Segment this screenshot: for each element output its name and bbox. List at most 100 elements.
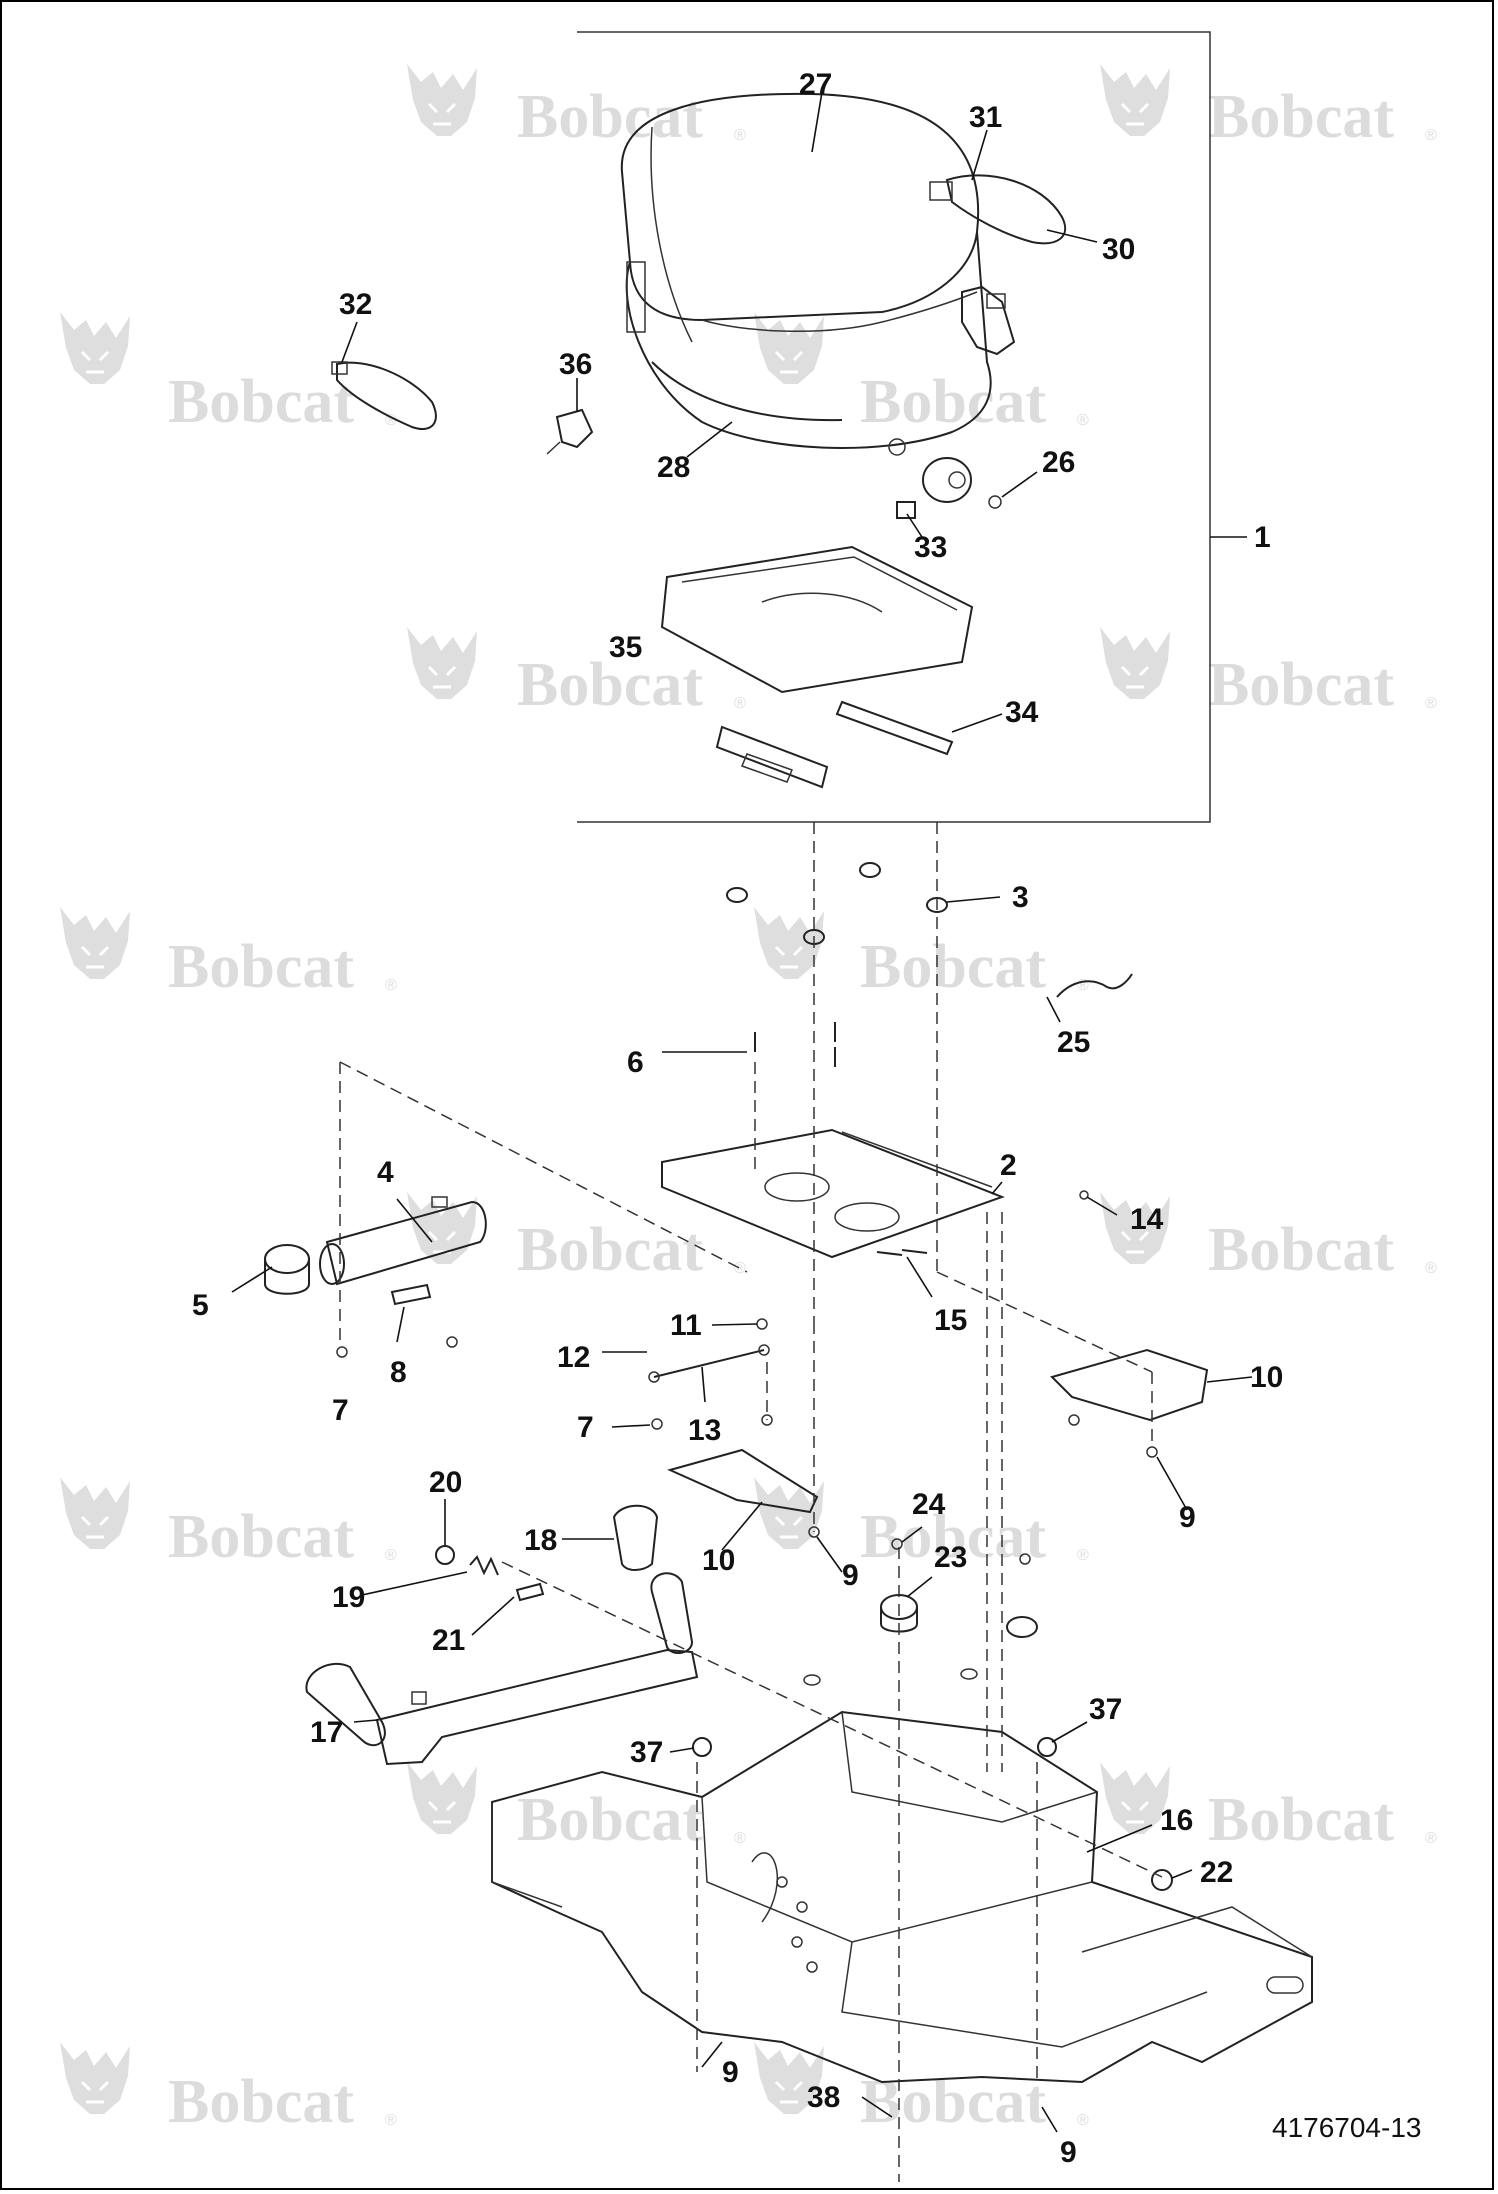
handle-grip <box>612 1504 659 1571</box>
armrest-right <box>929 174 1067 245</box>
watermark-logo <box>58 310 132 386</box>
watermark-text: Bobcat <box>168 1503 354 1571</box>
watermark-reg: ® <box>1425 695 1437 712</box>
watermark-reg: ® <box>1425 127 1437 144</box>
watermark-text: Bobcat <box>168 933 354 1001</box>
callout-8: 8 <box>390 1356 407 1389</box>
watermark-reg: ® <box>1425 1260 1437 1277</box>
main-frame <box>491 1710 1313 2084</box>
callout-34: 34 <box>1005 696 1039 729</box>
watermark-logo <box>405 625 479 701</box>
callout-19: 19 <box>332 1581 365 1614</box>
armrest-left <box>331 361 437 430</box>
callout-37a: 37 <box>1089 1693 1122 1726</box>
callout-31: 31 <box>969 101 1002 134</box>
callout-22: 22 <box>1200 1856 1233 1889</box>
callout-24: 24 <box>912 1488 946 1521</box>
collar <box>264 1244 310 1295</box>
callout-9a: 9 <box>1179 1501 1196 1534</box>
seat-pan <box>660 545 974 694</box>
watermark-text: Bobcat <box>860 1503 1046 1571</box>
frame-bumpers <box>692 1737 1173 1891</box>
watermark-text: Bobcat <box>517 83 703 151</box>
belt-latch <box>546 408 594 455</box>
callout-20: 20 <box>429 1466 462 1499</box>
support-tube <box>319 1196 487 1286</box>
pin <box>515 1582 545 1602</box>
callout-6: 6 <box>627 1046 644 1079</box>
wire-harness <box>1056 973 1133 998</box>
callout-18: 18 <box>524 1524 557 1557</box>
assembly-lines <box>339 822 1163 2182</box>
watermark-reg: ® <box>734 127 746 144</box>
watermark-logo <box>58 1475 132 1551</box>
watermark-logo <box>58 905 132 981</box>
callout-28: 28 <box>657 451 690 484</box>
watermark-text: Bobcat <box>1208 1786 1394 1854</box>
cover-panel-right <box>1050 1348 1209 1422</box>
callout-26: 26 <box>1042 446 1075 479</box>
watermark-logo <box>405 1760 479 1836</box>
watermark-logo <box>752 310 826 386</box>
seat-switch <box>896 501 916 519</box>
callout-13: 13 <box>688 1414 721 1447</box>
seat-belt-buckle <box>961 285 1016 356</box>
drawing-number: 4176704-13 <box>1272 2112 1421 2143</box>
callout-12: 12 <box>557 1341 590 1374</box>
callout-9c: 9 <box>722 2056 739 2089</box>
callout-25: 25 <box>1057 1026 1090 1059</box>
watermark-reg: ® <box>385 2112 397 2129</box>
seat-mount-plate <box>661 1128 1005 1259</box>
watermark-reg: ® <box>1077 1547 1089 1564</box>
watermark-text: Bobcat <box>517 1786 703 1854</box>
watermark-text: Bobcat <box>1208 651 1394 719</box>
watermark-logo <box>1098 62 1172 138</box>
watermark-logo <box>1098 625 1172 701</box>
callout-10b: 10 <box>702 1544 735 1577</box>
watermark-reg: ® <box>1077 977 1089 994</box>
callout-38: 38 <box>807 2081 840 2114</box>
watermark-text: Bobcat <box>517 1216 703 1284</box>
callout-27: 27 <box>799 68 832 101</box>
leader-lines <box>231 91 1253 2133</box>
watermark-layer: Bobcat ® Bobcat ® Bobcat ® Bobcat ® Bobc… <box>58 62 1437 2136</box>
callout-9b: 9 <box>842 1559 859 1592</box>
watermark-reg: ® <box>734 695 746 712</box>
watermark-text: Bobcat <box>1208 1216 1394 1284</box>
watermark-text: Bobcat <box>168 368 354 436</box>
watermark-reg: ® <box>734 1260 746 1277</box>
callout-35: 35 <box>609 631 642 664</box>
support-plate <box>390 1283 432 1306</box>
watermark-text: Bobcat <box>517 651 703 719</box>
callout-15: 15 <box>934 1304 967 1337</box>
callout-36: 36 <box>559 348 592 381</box>
callout-23: 23 <box>934 1541 967 1574</box>
seat-cushion <box>620 92 992 456</box>
watermark-reg: ® <box>1425 1830 1437 1847</box>
watermark-reg: ® <box>385 977 397 994</box>
callout-11: 11 <box>670 1309 702 1342</box>
callout-4: 4 <box>377 1156 394 1189</box>
washer <box>435 1545 455 1565</box>
callout-9d: 9 <box>1060 2136 1077 2169</box>
callout-14: 14 <box>1130 1203 1164 1236</box>
callout-21: 21 <box>432 1624 465 1657</box>
callout-7a: 7 <box>332 1394 349 1427</box>
watermark-text: Bobcat <box>1208 83 1394 151</box>
callout-16: 16 <box>1160 1804 1193 1837</box>
callout-33: 33 <box>914 531 947 564</box>
watermark-reg: ® <box>734 1830 746 1847</box>
callout-37b: 37 <box>630 1736 663 1769</box>
callout-7b: 7 <box>577 1411 594 1444</box>
lever-assembly <box>305 1572 699 1766</box>
watermark-logo <box>405 62 479 138</box>
spring <box>469 1555 499 1576</box>
watermark-text: Bobcat <box>860 933 1046 1001</box>
watermark-text: Bobcat <box>168 2068 354 2136</box>
seat-assembly-bracket <box>577 31 1247 823</box>
callout-17: 17 <box>310 1716 343 1749</box>
watermark-reg: ® <box>385 1547 397 1564</box>
seat-rails <box>715 700 954 789</box>
